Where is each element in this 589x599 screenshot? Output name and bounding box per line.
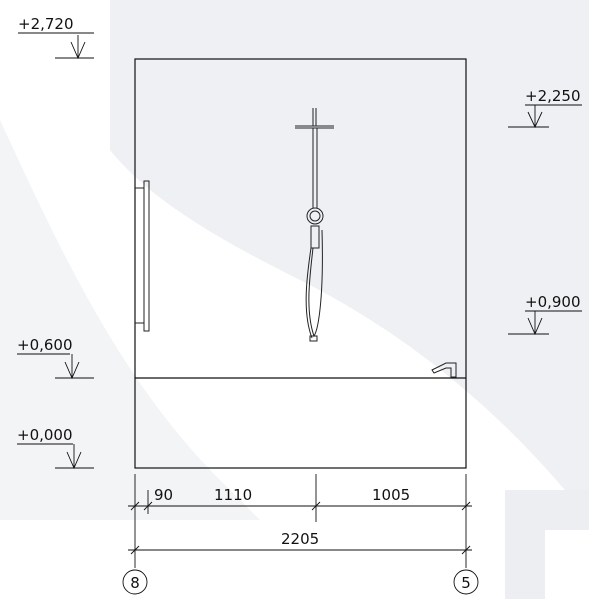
- axis-label-8: 8: [130, 574, 140, 592]
- shower-set: [295, 108, 334, 342]
- dimension-total: 2205: [128, 514, 472, 568]
- dimension-1110: 1110: [214, 486, 252, 504]
- dimension-90: 90: [154, 486, 173, 504]
- dimension-2205: 2205: [281, 530, 319, 548]
- level-label-left-mid: +0,600: [17, 336, 73, 354]
- level-label-right-mid: +0,900: [525, 293, 581, 311]
- dimension-1005: 1005: [372, 486, 410, 504]
- dimension-chain-parts: 90 1110 1005: [128, 474, 472, 522]
- level-marker-top-left: +2,720: [18, 15, 94, 60]
- axis-bubble-5: 5: [453, 569, 479, 595]
- level-marker-left-mid: +0,600: [17, 336, 94, 380]
- wall-outline: [134, 58, 467, 469]
- grab-bar: [135, 180, 150, 332]
- axis-label-5: 5: [461, 574, 471, 592]
- level-label-top-left: +2,720: [18, 15, 74, 33]
- level-marker-right-high: +2,250: [508, 87, 582, 129]
- level-label-right-high: +2,250: [525, 87, 581, 105]
- level-marker-left-zero: +0,000: [17, 426, 94, 470]
- basin-tap: [431, 362, 457, 378]
- level-label-left-zero: +0,000: [17, 426, 73, 444]
- axis-bubble-8: 8: [122, 569, 148, 595]
- level-marker-right-mid: +0,900: [508, 293, 582, 336]
